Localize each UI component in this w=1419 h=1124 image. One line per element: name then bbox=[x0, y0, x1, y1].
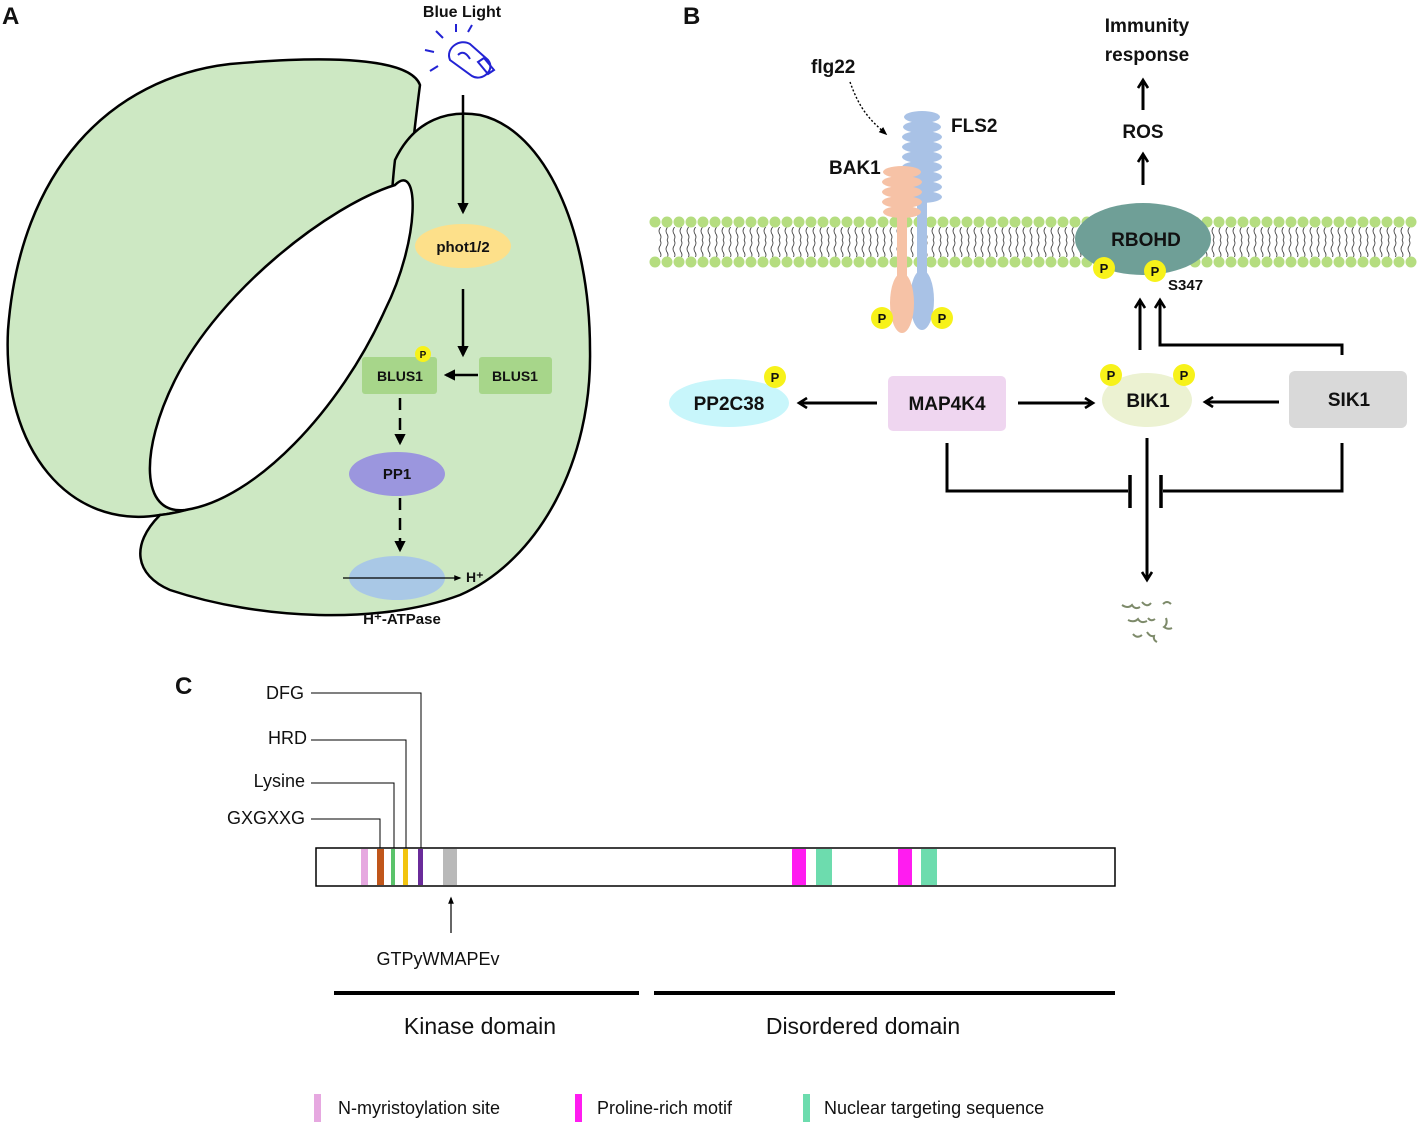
pp2c38-phospho-badge bbox=[764, 366, 786, 388]
nuclear-targeting-seq-1 bbox=[816, 849, 832, 885]
rbohd-phospho-badge-2 bbox=[1144, 260, 1166, 282]
bik1-phospho-badge-1 bbox=[1100, 364, 1122, 386]
flg22-label: flg22 bbox=[811, 57, 855, 78]
gtp-label: GTPyWMAPEv bbox=[376, 949, 499, 969]
pp2c38-node bbox=[669, 379, 789, 427]
panel-b: B bbox=[649, 3, 1419, 643]
leader-hrd bbox=[311, 739, 407, 848]
dfg-motif bbox=[418, 849, 423, 885]
leader-lysine bbox=[311, 782, 395, 848]
n-myristoylation-site bbox=[361, 849, 368, 885]
panel-a: A Blue Light phot1/2 BLUS1 P bbox=[2, 3, 592, 628]
s347-label: S347 bbox=[1168, 277, 1203, 294]
panel-a-letter: A bbox=[2, 3, 19, 30]
bak1-phospho-label: P bbox=[878, 311, 887, 326]
bak1-receptor bbox=[882, 166, 922, 333]
sik1-node bbox=[1289, 371, 1407, 428]
panel-c-letter: C bbox=[175, 673, 192, 700]
fls2-phospho-label: P bbox=[938, 311, 947, 326]
rbohd-phospho-badge-1 bbox=[1093, 257, 1115, 279]
nuclear-targeting-seq-2 bbox=[921, 849, 937, 885]
legend-swatch-nuclear bbox=[803, 1094, 810, 1122]
legend-label-proline: Proline-rich motif bbox=[597, 1098, 733, 1118]
ros-label: ROS bbox=[1122, 122, 1163, 143]
motif-label-gxgxxg: GXGXXG bbox=[227, 808, 305, 828]
panel-c: C DFG HRD Lysine GXGXXG GTPyWMAPEv Kinas… bbox=[175, 673, 1116, 1122]
blus1-node bbox=[479, 357, 552, 394]
disordered-domain-label: Disordered domain bbox=[766, 1013, 960, 1039]
rbohd-node bbox=[1075, 203, 1211, 275]
bik1-phospho-badge-2 bbox=[1173, 364, 1195, 386]
rbohd-phospho-label-1: P bbox=[1100, 261, 1109, 276]
legend: N-myristoylation site Proline-rich motif… bbox=[314, 1094, 1044, 1122]
map4k4-label: MAP4K4 bbox=[908, 394, 986, 415]
hrd-motif bbox=[403, 849, 408, 885]
leader-gxgxxg bbox=[311, 818, 381, 848]
leader-dfg bbox=[311, 692, 422, 848]
pp2c38-phospho-label: P bbox=[771, 370, 780, 385]
pp1-label: PP1 bbox=[383, 466, 411, 483]
bak1-label: BAK1 bbox=[829, 158, 881, 179]
gxgxxg-motif bbox=[377, 849, 384, 885]
blus1-phospho-node bbox=[362, 357, 437, 394]
proline-rich-motif-2 bbox=[898, 849, 912, 885]
immunity-label-line2: response bbox=[1105, 45, 1189, 66]
light-bulb-icon bbox=[424, 24, 496, 79]
protein-bar bbox=[315, 847, 1116, 887]
legend-swatch-proline bbox=[575, 1094, 582, 1122]
motif-label-dfg: DFG bbox=[266, 683, 304, 703]
bik1-label: BIK1 bbox=[1126, 391, 1170, 412]
lysine-motif bbox=[391, 849, 395, 885]
flg22-arrow bbox=[849, 81, 888, 136]
legend-label-myristoylation: N-myristoylation site bbox=[338, 1098, 500, 1118]
fls2-phospho-badge bbox=[931, 307, 953, 329]
rbohd-phospho-label-2: P bbox=[1151, 264, 1160, 279]
inhibit-map4k4 bbox=[945, 443, 1128, 493]
panel-b-letter: B bbox=[683, 3, 700, 30]
kinase-domain-label: Kinase domain bbox=[404, 1013, 556, 1039]
proton-label: H⁺ bbox=[466, 569, 484, 585]
proline-rich-motif-1 bbox=[792, 849, 806, 885]
motif-label-hrd: HRD bbox=[268, 728, 307, 748]
blus1-phospho-label: BLUS1 bbox=[377, 368, 423, 384]
pp2c38-label: PP2C38 bbox=[694, 394, 765, 415]
bik1-phospho-label-1: P bbox=[1107, 368, 1116, 383]
phospho-badge-label: P bbox=[420, 350, 427, 361]
plasma-membrane bbox=[649, 216, 1419, 268]
degradation-fragments-icon bbox=[1121, 601, 1173, 643]
legend-label-nuclear: Nuclear targeting sequence bbox=[824, 1098, 1044, 1118]
blus1-label: BLUS1 bbox=[492, 368, 538, 384]
phot-label: phot1/2 bbox=[436, 239, 489, 256]
bak1-phospho-badge bbox=[871, 307, 893, 329]
phot-node bbox=[415, 224, 511, 268]
blue-light-label: Blue Light bbox=[423, 4, 502, 21]
pp1-node bbox=[349, 452, 445, 496]
bik1-phospho-label-2: P bbox=[1180, 368, 1189, 383]
map4k4-node bbox=[888, 376, 1006, 431]
stomatal-pore bbox=[148, 179, 414, 512]
rbohd-label: RBOHD bbox=[1111, 230, 1181, 251]
phospho-badge bbox=[415, 346, 431, 362]
inhibit-sik1 bbox=[1163, 443, 1344, 493]
legend-swatch-myristoylation bbox=[314, 1094, 321, 1122]
fls2-label: FLS2 bbox=[951, 116, 997, 137]
arrow-sik1-to-rbohd bbox=[1160, 300, 1344, 355]
immunity-label-line1: Immunity bbox=[1105, 16, 1190, 37]
bik1-node bbox=[1102, 373, 1192, 427]
gtp-motif bbox=[443, 849, 457, 885]
motif-label-lysine: Lysine bbox=[254, 771, 305, 791]
atpase-label: H⁺-ATPase bbox=[363, 611, 441, 628]
sik1-label: SIK1 bbox=[1328, 390, 1371, 411]
